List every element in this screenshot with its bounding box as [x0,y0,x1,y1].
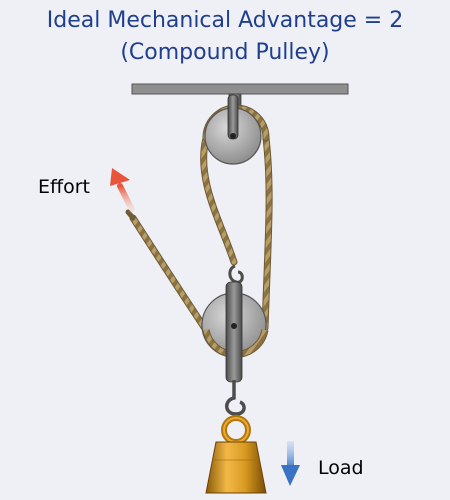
fixed-pulley-axle [230,133,236,139]
effort-arrow [110,168,135,213]
movable-pulley-axle [231,323,237,329]
upper-hook [228,264,244,284]
fixed-pulley-bracket [227,94,239,140]
load-weight [205,441,267,494]
load-arrow [281,441,300,486]
load-hook [225,380,246,416]
diagram-title-line2: (Compound Pulley) [120,40,330,65]
rope-effort-end [125,209,136,221]
diagram-title-line1: Ideal Mechanical Advantage = 2 [46,8,404,33]
effort-label: Effort [38,176,90,198]
load-label: Load [318,457,364,479]
ceiling-beam [131,83,349,95]
movable-pulley-bracket [225,281,243,383]
